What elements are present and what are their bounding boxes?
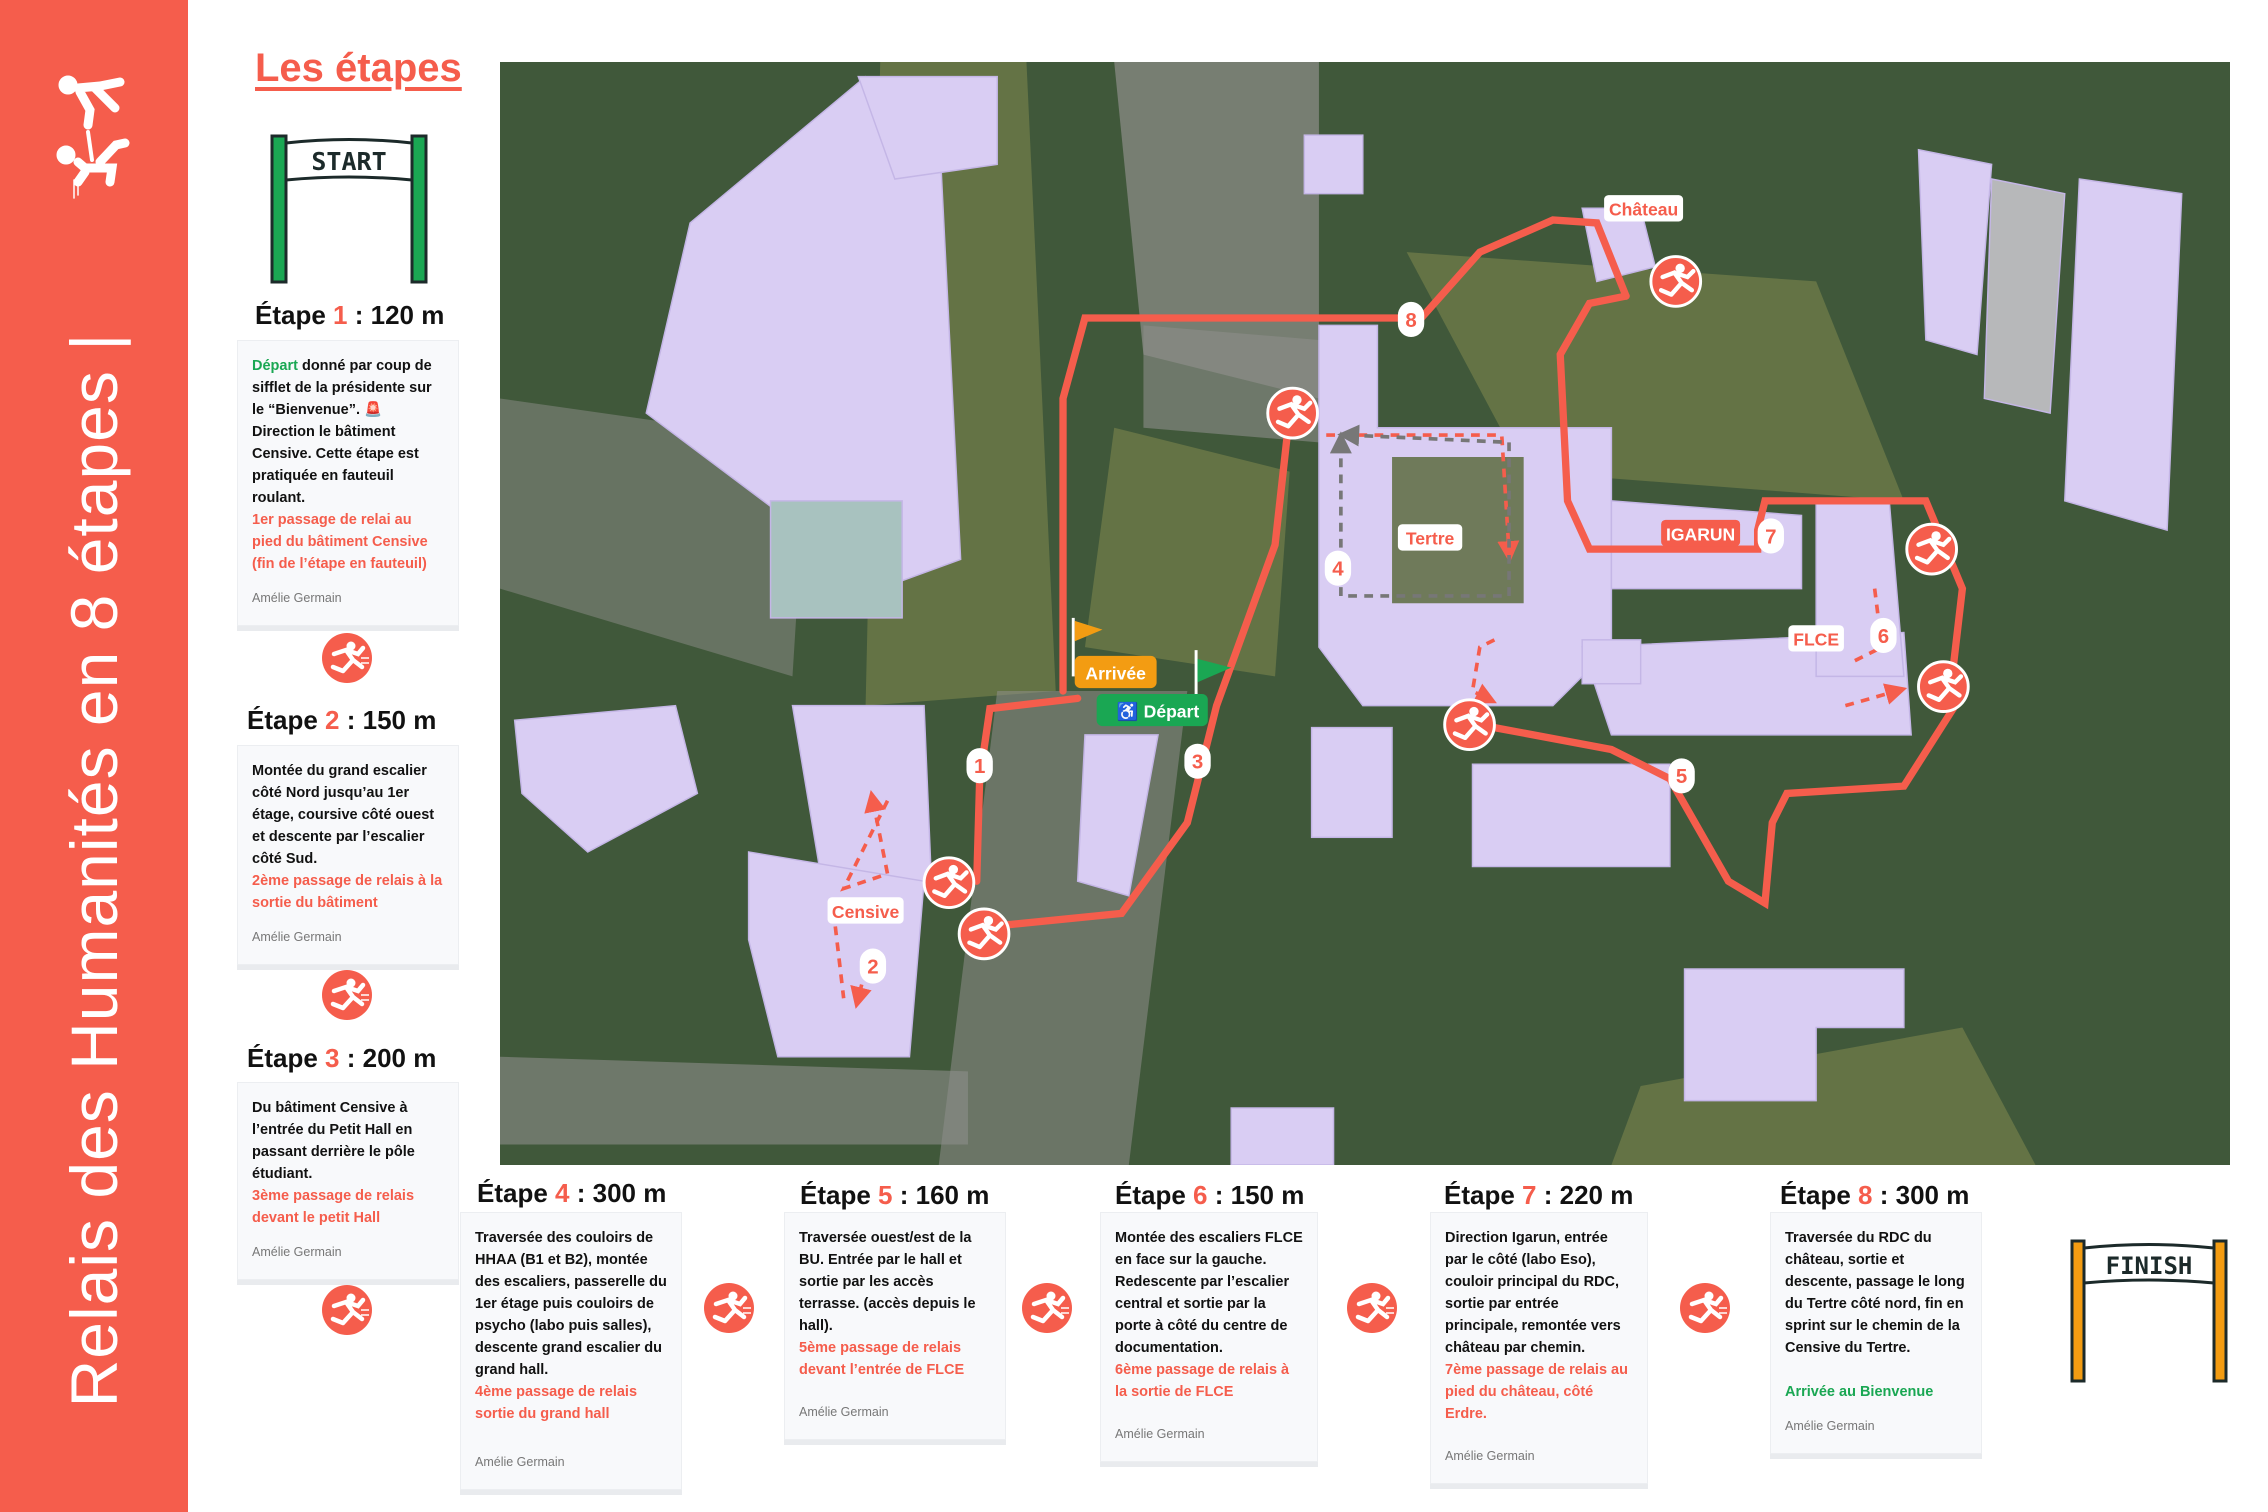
- svg-text:6: 6: [1878, 625, 1889, 648]
- finish-sign-icon: FINISH: [2070, 1239, 2228, 1383]
- buildings: [513, 75, 2183, 1165]
- step-marker-5: 5: [1668, 758, 1695, 794]
- map-runner-icon: [924, 858, 974, 908]
- svg-text:Château: Château: [1609, 200, 1678, 220]
- step-2-title: Étape 2 : 150 m: [247, 705, 437, 735]
- label-censive: Censive: [827, 897, 904, 924]
- step-marker-4: 4: [1324, 550, 1352, 586]
- step-4-card: Traversée des couloirs de HHAA (B1 et B2…: [460, 1212, 682, 1490]
- svg-text:1: 1: [974, 755, 985, 778]
- map-runner-icon: [959, 909, 1009, 959]
- svg-text:♿ Départ: ♿ Départ: [1117, 701, 1199, 721]
- label-flce: FLCE: [1788, 625, 1844, 652]
- svg-text:FINISH: FINISH: [2106, 1252, 2193, 1280]
- step-8-title: Étape 8 : 300 m: [1780, 1180, 1970, 1210]
- map-runner-icon: [1651, 257, 1701, 307]
- runner-icon: [322, 970, 372, 1020]
- step-5-card: Traversée ouest/est de la BU. Entrée par…: [784, 1212, 1006, 1440]
- step-7-title: Étape 7 : 220 m: [1444, 1180, 1634, 1210]
- step-4-title: Étape 4 : 300 m: [477, 1178, 667, 1208]
- svg-text:FLCE: FLCE: [1793, 630, 1839, 650]
- step-marker-8: 8: [1397, 301, 1425, 338]
- runner-icon: [1022, 1283, 1072, 1333]
- map-runner-icon: [1907, 524, 1957, 574]
- step-6-title: Étape 6 : 150 m: [1115, 1180, 1305, 1210]
- map-runner-icon: [1445, 700, 1495, 750]
- step-7-card: Direction Igarun, entrée par le côté (la…: [1430, 1212, 1648, 1484]
- step-6-card: Montée des escaliers FLCE en face sur la…: [1100, 1212, 1318, 1462]
- runner-icon: [322, 1285, 372, 1335]
- step-marker-7: 7: [1757, 518, 1784, 554]
- step-2-card: Montée du grand escalier côté Nord jusqu…: [237, 745, 459, 965]
- step-marker-3: 3: [1184, 743, 1211, 779]
- step-marker-2: 2: [859, 948, 887, 984]
- step-marker-1: 1: [966, 748, 993, 784]
- svg-text:START: START: [311, 147, 386, 176]
- map-svg: Château Tertre IGARUN FLCE Censive Arriv…: [500, 62, 2230, 1165]
- step-5-title: Étape 5 : 160 m: [800, 1180, 990, 1210]
- label-depart: ♿ Départ: [1096, 693, 1208, 727]
- label-chateau: Château: [1604, 195, 1684, 222]
- relay-runners-icon: [56, 75, 130, 199]
- sidebar-band: Relais des Humanités en 8 étapes |: [0, 0, 188, 1512]
- step-marker-6: 6: [1870, 617, 1897, 653]
- runner-icon: [1347, 1283, 1397, 1333]
- start-sign-icon: START: [270, 134, 428, 284]
- label-tertre: Tertre: [1397, 524, 1463, 551]
- step-3-title: Étape 3 : 200 m: [247, 1043, 437, 1073]
- svg-text:8: 8: [1405, 309, 1416, 332]
- svg-text:Tertre: Tertre: [1406, 529, 1455, 549]
- svg-text:7: 7: [1765, 525, 1776, 548]
- arrival-flag-icon: [1071, 617, 1103, 677]
- step-3-card: Du bâtiment Censive à l’entrée du Petit …: [237, 1082, 459, 1280]
- step-1-card: Départ donné par coup de sifflet de la p…: [237, 340, 459, 626]
- map-runner-icon: [1268, 388, 1318, 438]
- vertical-title: Relais des Humanités en 8 étapes |: [57, 332, 131, 1408]
- svg-text:5: 5: [1676, 765, 1687, 788]
- label-arrivee: Arrivée: [1074, 655, 1157, 689]
- svg-text:IGARUN: IGARUN: [1666, 524, 1735, 544]
- svg-text:Censive: Censive: [832, 902, 900, 922]
- step-1-title: Étape 1 : 120 m: [255, 300, 445, 330]
- runner-icon: [704, 1283, 754, 1333]
- map-runner-icon: [1919, 662, 1969, 712]
- svg-text:Arrivée: Arrivée: [1085, 663, 1146, 683]
- campus-map: Château Tertre IGARUN FLCE Censive Arriv…: [500, 62, 2230, 1165]
- section-title: Les étapes: [255, 46, 462, 90]
- runner-icon: [1680, 1283, 1730, 1333]
- runner-icon: [322, 633, 372, 683]
- svg-text:3: 3: [1192, 751, 1203, 774]
- step-8-card: Traversée du RDC du château, sortie et d…: [1770, 1212, 1982, 1454]
- svg-text:2: 2: [867, 955, 878, 978]
- svg-text:4: 4: [1332, 557, 1344, 580]
- label-igarun: IGARUN: [1661, 519, 1741, 547]
